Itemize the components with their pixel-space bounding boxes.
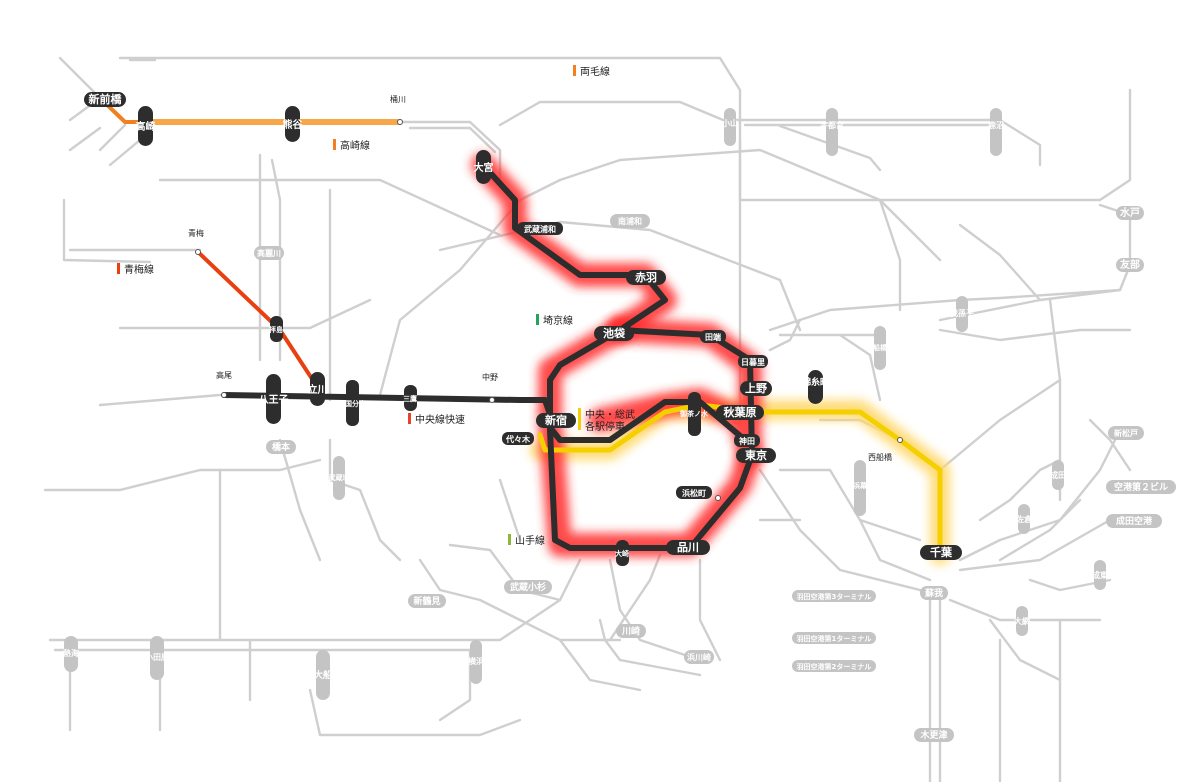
- svg-text:川崎: 川崎: [621, 625, 640, 637]
- svg-text:代々木: 代々木: [505, 434, 531, 444]
- svg-text:鹿沼: 鹿沼: [988, 120, 1004, 130]
- svg-text:青梅: 青梅: [188, 228, 204, 238]
- svg-text:宇都宮: 宇都宮: [820, 120, 844, 130]
- svg-text:羽田空港第1ターミナル: 羽田空港第1ターミナル: [797, 634, 872, 643]
- svg-text:海浜幕張: 海浜幕張: [846, 481, 875, 490]
- svg-text:浜川崎: 浜川崎: [687, 652, 711, 662]
- svg-text:池袋: 池袋: [603, 326, 626, 340]
- svg-text:武蔵境: 武蔵境: [329, 473, 350, 482]
- svg-text:秋葉原: 秋葉原: [724, 405, 757, 419]
- svg-text:橋本: 橋本: [272, 441, 291, 453]
- highlight-glow: [134, 111, 950, 565]
- svg-text:武蔵浦和: 武蔵浦和: [524, 224, 556, 234]
- grey-labels: 小山 宇都宮 鹿沼 水戸 友部 我孫子 成田 佐倉 空港第２ビル 成田空港 成東…: [63, 108, 1176, 742]
- svg-text:千葉: 千葉: [930, 545, 953, 559]
- svg-text:赤羽: 赤羽: [635, 270, 657, 284]
- svg-text:大崎: 大崎: [615, 549, 629, 558]
- svg-text:田端: 田端: [705, 332, 721, 342]
- svg-text:拝島: 拝島: [269, 325, 283, 334]
- svg-text:高尾: 高尾: [216, 370, 232, 380]
- svg-text:小山: 小山: [721, 118, 738, 128]
- svg-text:山手線: 山手線: [515, 534, 545, 547]
- svg-text:品川: 品川: [677, 541, 699, 554]
- svg-text:船橋: 船橋: [873, 343, 888, 352]
- svg-text:成田空港: 成田空港: [1116, 515, 1153, 527]
- svg-text:南浦和: 南浦和: [618, 216, 642, 226]
- svg-text:両毛線: 両毛線: [580, 65, 610, 78]
- svg-text:蘇我: 蘇我: [924, 587, 943, 599]
- svg-text:小田原: 小田原: [144, 652, 169, 662]
- svg-text:中央線快速: 中央線快速: [415, 413, 465, 426]
- svg-text:埼京線: 埼京線: [543, 314, 573, 327]
- svg-text:大宮: 大宮: [474, 161, 494, 174]
- svg-text:羽田空港第2ターミナル: 羽田空港第2ターミナル: [797, 662, 872, 671]
- svg-text:東京: 東京: [745, 448, 767, 462]
- svg-text:羽田空港第3ターミナル: 羽田空港第3ターミナル: [797, 592, 872, 601]
- svg-text:水戸: 水戸: [1119, 206, 1140, 219]
- svg-text:大網: 大網: [1014, 616, 1030, 626]
- svg-text:高麗川: 高麗川: [257, 248, 281, 258]
- svg-text:熊谷: 熊谷: [283, 118, 304, 131]
- line-legend: 両毛線 高崎線 青梅線 埼京線 中央線快速 中央・総武 各駅停車 山手線: [117, 65, 635, 547]
- minor-stations: 桶川 武蔵浦和 田端 日暮里 青梅 拝島 高尾 西国分寺 三鷹 中野 代々木 御…: [188, 94, 903, 566]
- svg-text:高崎: 高崎: [136, 120, 156, 133]
- major-stations: 新前橋 高崎 熊谷 大宮 赤羽 池袋 新宿 立川 八王子 上野 秋葉原 東京 品…: [84, 92, 962, 560]
- svg-text:西船橋: 西船橋: [868, 452, 892, 462]
- svg-text:新松戸: 新松戸: [1114, 428, 1138, 438]
- svg-text:成田: 成田: [1050, 470, 1066, 480]
- svg-text:神田: 神田: [739, 436, 755, 446]
- svg-text:錦糸町: 錦糸町: [801, 376, 829, 388]
- svg-text:武蔵小杉: 武蔵小杉: [510, 581, 546, 593]
- svg-text:立川: 立川: [308, 383, 328, 396]
- svg-text:三鷹: 三鷹: [403, 394, 417, 403]
- svg-text:各駅停車: 各駅停車: [585, 420, 625, 433]
- svg-text:中央・総武: 中央・総武: [585, 408, 635, 421]
- svg-text:新宿: 新宿: [545, 413, 567, 427]
- svg-text:西国分寺: 西国分寺: [338, 399, 366, 408]
- svg-text:上野: 上野: [745, 381, 767, 395]
- svg-text:佐倉: 佐倉: [1015, 514, 1033, 524]
- svg-text:中野: 中野: [482, 372, 498, 382]
- svg-text:友部: 友部: [1120, 258, 1140, 271]
- svg-text:成東: 成東: [1092, 570, 1108, 580]
- svg-text:浜松町: 浜松町: [682, 488, 706, 498]
- svg-text:青梅線: 青梅線: [124, 263, 154, 276]
- svg-text:新前橋: 新前橋: [89, 92, 123, 106]
- svg-text:高崎線: 高崎線: [340, 139, 370, 152]
- svg-text:桶川: 桶川: [390, 94, 406, 104]
- svg-text:空港第２ビル: 空港第２ビル: [1114, 481, 1168, 493]
- svg-text:我孫子: 我孫子: [950, 308, 974, 318]
- svg-text:木更津: 木更津: [919, 729, 947, 741]
- svg-text:大船: 大船: [314, 669, 332, 681]
- svg-text:新鶴見: 新鶴見: [413, 595, 440, 607]
- svg-text:御茶ノ水: 御茶ノ水: [679, 409, 709, 418]
- svg-text:横浜: 横浜: [468, 656, 484, 666]
- svg-text:熱海: 熱海: [63, 648, 79, 658]
- colored-lines: [98, 96, 943, 555]
- svg-text:日暮里: 日暮里: [741, 357, 765, 367]
- svg-text:八王子: 八王子: [258, 394, 289, 406]
